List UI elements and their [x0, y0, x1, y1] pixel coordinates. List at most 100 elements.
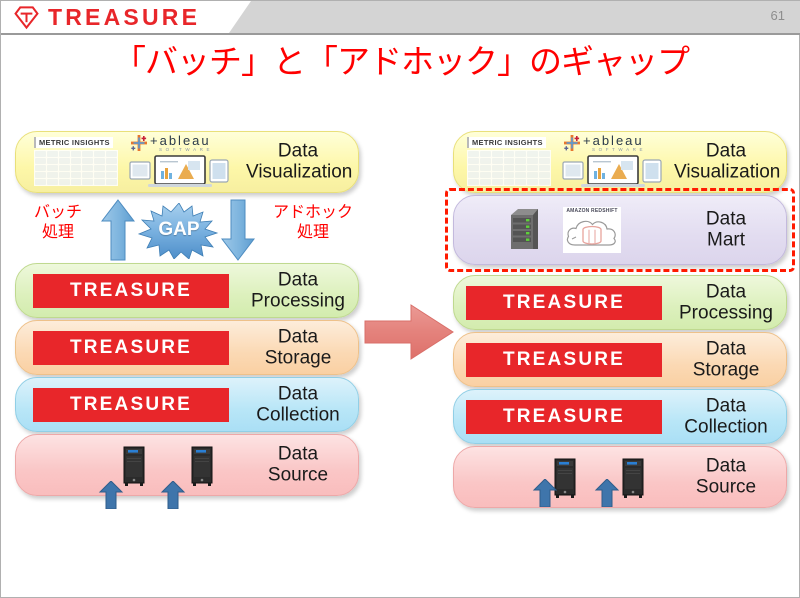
label-line-2: Mart	[707, 230, 745, 251]
layer-data-source[interactable]: Data Source	[15, 434, 359, 496]
page-number: 61	[770, 8, 785, 23]
batch-label-line-1: バッチ	[33, 204, 82, 221]
label-line-2: Visualization	[246, 162, 353, 183]
treasure-plate-text: TREASURE	[502, 406, 626, 427]
layer-data-visualization[interactable]: METRIC INSIGHTS	[453, 131, 787, 193]
layer-spacer	[453, 265, 787, 275]
tableau-devices-icon	[129, 155, 229, 187]
layer-data-collection[interactable]: TREASURE Data Collection	[15, 377, 359, 432]
redshift-cloud-icon	[566, 220, 616, 246]
layer-data-storage[interactable]: TREASURE Data Storage	[15, 320, 359, 375]
collection-logo: TREASURE	[454, 390, 674, 443]
treasure-diamond-logo-icon	[14, 6, 39, 30]
arrow-up-icon	[101, 199, 135, 261]
label-line-2: Source	[695, 477, 757, 498]
adhoc-label-line-2: 処理	[296, 224, 329, 241]
right-architecture-stack: METRIC INSIGHTS	[445, 131, 795, 508]
processing-logo: TREASURE	[16, 264, 246, 317]
label-line-2: Storage	[264, 347, 332, 369]
label-line-1: Data	[705, 281, 747, 303]
treasure-data-plate: TREASURE	[466, 285, 662, 320]
layer-data-mart[interactable]: AMAZON REDSHIFT	[453, 195, 787, 265]
left-architecture-stack: METRIC INSIGHTS	[15, 131, 359, 496]
metric-insights-wordmark: METRIC INSIGHTS	[34, 137, 113, 148]
layer-label-data-visualization: Data Visualization	[674, 140, 781, 184]
mart-icons: AMAZON REDSHIFT	[454, 196, 674, 264]
layer-label-data-visualization: Data Visualization	[246, 140, 353, 184]
slide-header: TREASURE 61	[1, 1, 800, 33]
treasure-data-plate: TREASURE	[466, 342, 662, 377]
server-tower-icon	[554, 458, 576, 498]
layer-data-collection[interactable]: TREASURE Data Collection	[453, 389, 787, 444]
adhoc-label-line-1: アドホック	[272, 204, 353, 221]
label-line-1: Data	[705, 140, 747, 162]
label-line-1: Data	[705, 455, 747, 477]
treasure-plate-text: TREASURE	[502, 292, 626, 313]
layer-data-source[interactable]: Data Source	[453, 446, 787, 508]
tableau-logo: +ableau SOFTWARE	[128, 134, 232, 190]
left-ingest-arrows	[98, 481, 186, 509]
tableau-wordmark: +ableau	[150, 133, 211, 148]
label-line-1: Data	[277, 383, 319, 405]
adhoc-processing-label: アドホック 処理	[267, 203, 359, 243]
layer-label-data-mart: Data Mart	[674, 209, 778, 252]
layer-label-data-storage: Data Storage	[674, 338, 778, 381]
label-line-1: Data	[277, 140, 319, 162]
header-band	[229, 1, 800, 33]
treasure-plate-text: TREASURE	[69, 394, 193, 415]
metric-insights-logo: METRIC INSIGHTS	[463, 137, 555, 187]
label-line-2: Processing	[251, 290, 345, 312]
tableau-logo: +ableau SOFTWARE	[561, 134, 665, 190]
tableau-devices-icon	[562, 155, 662, 187]
treasure-data-plate: TREASURE	[33, 387, 229, 422]
layer-label-data-processing: Data Processing	[246, 269, 350, 312]
label-line-2: Collection	[256, 404, 340, 426]
label-line-1: Data	[277, 269, 319, 291]
source-icons	[520, 447, 674, 507]
source-server-group	[552, 455, 646, 499]
layer-data-processing[interactable]: TREASURE Data Processing	[453, 275, 787, 330]
treasure-plate-text: TREASURE	[69, 337, 193, 358]
arrow-down-icon	[221, 199, 255, 261]
label-line-2: Storage	[692, 359, 760, 381]
source-icons	[86, 435, 246, 495]
tableau-sub-wordmark: SOFTWARE	[592, 147, 647, 152]
layer-label-data-collection: Data Collection	[246, 383, 350, 426]
label-line-2: Source	[267, 465, 329, 486]
label-line-1: Data	[277, 326, 319, 348]
tableau-sparkle-icon	[564, 135, 580, 151]
data-mart-highlight-wrapper: AMAZON REDSHIFT	[445, 188, 795, 272]
tableau-sparkle-icon	[131, 135, 147, 151]
server-tower-icon	[511, 209, 538, 249]
amazon-redshift-logo: AMAZON REDSHIFT	[563, 207, 621, 253]
page-title: 「バッチ」と「アドホック」のギャップ	[113, 43, 690, 80]
label-line-2: Collection	[684, 416, 768, 438]
storage-logo: TREASURE	[454, 333, 674, 386]
layer-label-data-storage: Data Storage	[246, 326, 350, 369]
server-tower-icon	[622, 458, 644, 498]
visualization-logos: METRIC INSIGHTS	[454, 132, 674, 192]
source-server-group	[121, 443, 215, 487]
batch-processing-label: バッチ 処理	[21, 203, 95, 243]
label-line-1: Data	[705, 395, 747, 417]
tableau-sub-wordmark: SOFTWARE	[159, 147, 214, 152]
layer-data-processing[interactable]: TREASURE Data Processing	[15, 263, 359, 318]
layer-data-visualization[interactable]: METRIC INSIGHTS	[15, 131, 359, 193]
label-line-1: Data	[277, 443, 319, 465]
redshift-wordmark: AMAZON REDSHIFT	[566, 208, 618, 214]
visualization-logos: METRIC INSIGHTS	[16, 132, 246, 192]
layer-label-data-collection: Data Collection	[674, 395, 778, 438]
metric-insights-wordmark: METRIC INSIGHTS	[467, 137, 546, 148]
treasure-data-plate: TREASURE	[466, 399, 662, 434]
layer-data-storage[interactable]: TREASURE Data Storage	[453, 332, 787, 387]
label-line-1: Data	[705, 208, 747, 230]
treasure-data-plate: TREASURE	[33, 273, 229, 308]
header-divider	[1, 33, 800, 35]
server-tower-icon	[123, 446, 145, 486]
right-ingest-arrows	[532, 479, 620, 507]
layer-label-data-processing: Data Processing	[674, 281, 778, 324]
layer-label-data-source: Data Source	[246, 444, 350, 487]
label-line-2: Visualization	[674, 162, 781, 183]
tableau-wordmark: +ableau	[583, 133, 644, 148]
